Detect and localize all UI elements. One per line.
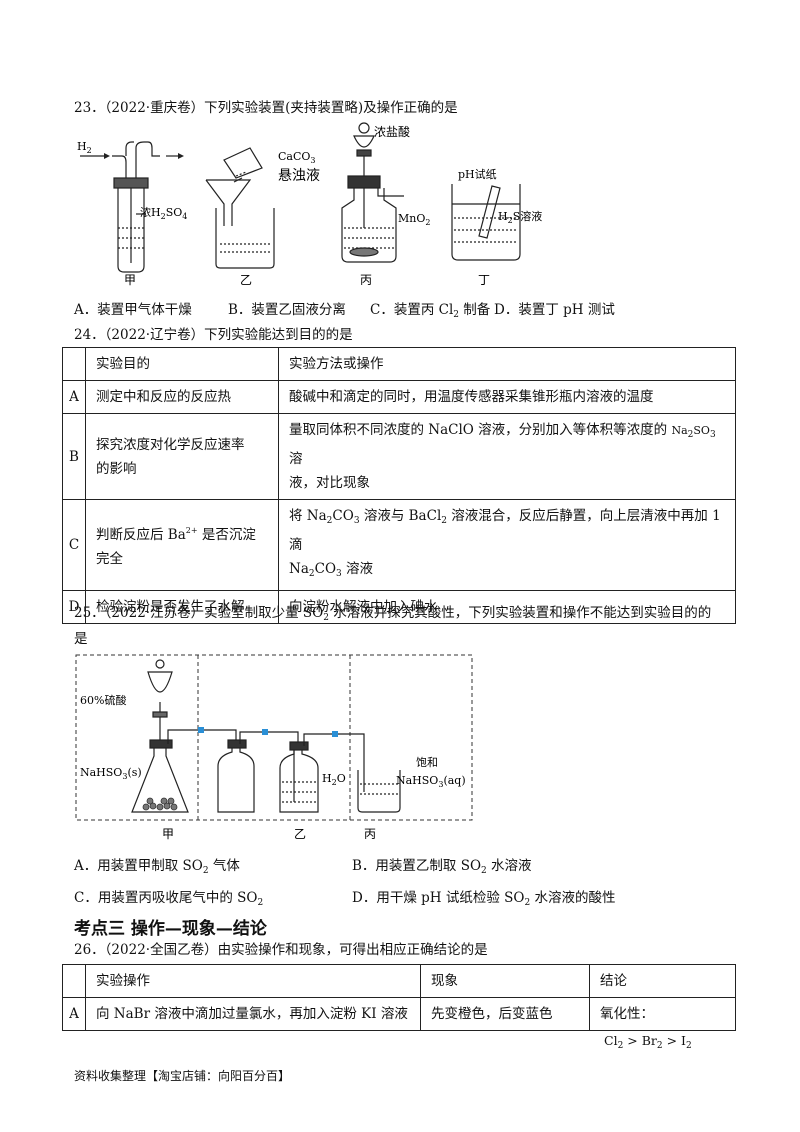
label-mno2: MnO2: [398, 212, 430, 227]
table-header-row: 实验目的 实验方法或操作: [62, 347, 736, 381]
row-goal: 探究浓度对化学反应速率的影响: [85, 413, 279, 500]
q25-stem: 25．（2022·江苏卷）实验室制取少量 SO2 水溶液并探究其酸性，下列实验装…: [74, 605, 712, 623]
label-yi: 乙: [294, 827, 306, 841]
q23-apparatus-figure: H2 浓H2SO4 甲 CaCO3 悬浊液 乙 浓盐酸 MnO2 丙: [77, 122, 542, 287]
row-letter: B: [62, 413, 86, 500]
label-bing: 丙: [360, 273, 372, 287]
label-conc-h2so4: 浓H2SO4: [140, 206, 187, 221]
table-row: C 判断反应后 Ba2+ 是否沉淀完全 将 Na2CO3 溶液与 BaCl2 溶…: [62, 499, 736, 591]
q25-option-d: D．用干燥 pH 试纸检验 SO2 水溶液的酸性: [352, 890, 616, 908]
q25-option-c: C．用装置丙吸收尾气中的 SO2: [74, 890, 264, 908]
row-method: 将 Na2CO3 溶液与 BaCl2 溶液混合，反应后静置，向上层清液中再加 1…: [278, 499, 736, 591]
row-letter: D: [62, 590, 86, 624]
label-suspension: 悬浊液: [278, 168, 320, 184]
footer-source: 资料收集整理【淘宝店铺：向阳百分百】: [74, 1069, 291, 1083]
row-conclusion: 氧化性：: [589, 997, 736, 1031]
row-method: 量取同体积不同浓度的 NaClO 溶液，分别加入等体积等浓度的 Na2SO3 溶…: [278, 413, 736, 500]
row-letter: C: [62, 499, 86, 591]
row-letter: A: [62, 380, 86, 414]
label-jia: 甲: [124, 273, 136, 287]
q25-stem-line2: 是: [74, 631, 88, 647]
row-goal: 测定中和反应的反应热: [85, 380, 279, 414]
q23-option-d: D．装置丁 pH 测试: [494, 302, 615, 318]
label-conc-hcl: 浓盐酸: [374, 124, 410, 139]
label-nahso3-s: NaHSO3(s): [80, 766, 142, 781]
oxidizing-order: Cl2 > Br2 > I2: [604, 1033, 692, 1051]
row-goal: 判断反应后 Ba2+ 是否沉淀完全: [85, 499, 279, 591]
row-method: 酸碱中和滴定的同时，用温度传感器采集锥形瓶内溶液的温度: [278, 380, 736, 414]
table-row: A 向 NaBr 溶液中滴加过量氯水，再加入淀粉 KI 溶液 先变橙色，后变蓝色…: [62, 997, 736, 1031]
row-method: 向淀粉水解液中加入碘水: [278, 590, 736, 624]
label-jia: 甲: [162, 827, 174, 841]
q23-option-b: B．装置乙固液分离: [228, 302, 346, 318]
q23-option-a: A．装置甲气体干燥: [74, 302, 192, 318]
row-goal: 检验淀粉是否发生了水解: [85, 590, 279, 624]
label-yi: 乙: [240, 273, 252, 287]
apparatus-jia: [80, 141, 184, 273]
apparatus-bing: [341, 122, 404, 263]
label-water: H2O: [322, 772, 346, 787]
table-row: B 探究浓度对化学反应速率的影响 量取同体积不同浓度的 NaClO 溶液，分别加…: [62, 413, 736, 500]
q25-option-a: A．用装置甲制取 SO2 气体: [74, 858, 240, 876]
table-row: D 检验淀粉是否发生了水解 向淀粉水解液中加入碘水: [62, 590, 736, 624]
row-phenomenon: 先变橙色，后变蓝色: [420, 997, 590, 1031]
q24-table: 实验目的 实验方法或操作 A 测定中和反应的反应热 酸碱中和滴定的同时，用温度传…: [62, 347, 736, 624]
table-row: A 测定中和反应的反应热 酸碱中和滴定的同时，用温度传感器采集锥形瓶内溶液的温度: [62, 380, 736, 414]
label-60-sulfuric: 60%硫酸: [80, 693, 126, 707]
q24-stem: 24．（2022·辽宁卷）下列实验能达到目的的是: [74, 327, 353, 343]
header-method: 实验方法或操作: [278, 347, 736, 381]
apparatus-yi: [205, 147, 275, 269]
header-phenomenon: 现象: [420, 964, 590, 998]
label-saturated: 饱和: [416, 755, 438, 769]
label-bing: 丙: [364, 827, 376, 841]
label-nahso3-aq: NaHSO3(aq): [396, 774, 466, 789]
label-ph-paper: pH试纸: [458, 168, 497, 181]
section-heading: 考点三 操作—现象—结论: [74, 919, 267, 939]
label-h2: H2: [77, 140, 92, 155]
label-ding: 丁: [478, 273, 490, 287]
row-operation: 向 NaBr 溶液中滴加过量氯水，再加入淀粉 KI 溶液: [85, 997, 421, 1031]
table-header-row: 实验操作 现象 结论: [62, 964, 736, 998]
q25-option-b: B．用装置乙制取 SO2 水溶液: [352, 858, 532, 876]
q26-table: 实验操作 现象 结论 A 向 NaBr 溶液中滴加过量氯水，再加入淀粉 KI 溶…: [62, 964, 736, 1031]
q23-stem: 23．（2022·重庆卷）下列实验装置(夹持装置略)及操作正确的是: [74, 100, 458, 116]
q25-apparatus-figure: 60%硫酸 NaHSO3(s) H2O 饱和 NaHSO3(aq) 甲 乙 丙: [75, 654, 473, 841]
header-operation: 实验操作: [85, 964, 421, 998]
header-goal: 实验目的: [85, 347, 279, 381]
q26-stem: 26．（2022·全国乙卷）由实验操作和现象，可得出相应正确结论的是: [74, 942, 488, 958]
label-h2s: H2S溶液: [498, 209, 542, 225]
header-conclusion: 结论: [589, 964, 736, 998]
apparatus-ding: [451, 184, 521, 261]
label-caco3: CaCO3: [278, 150, 316, 165]
outer-dashed-frame: [75, 654, 473, 821]
q23-option-c: C．装置丙 Cl2 制备: [370, 302, 491, 320]
row-letter: A: [62, 997, 86, 1031]
